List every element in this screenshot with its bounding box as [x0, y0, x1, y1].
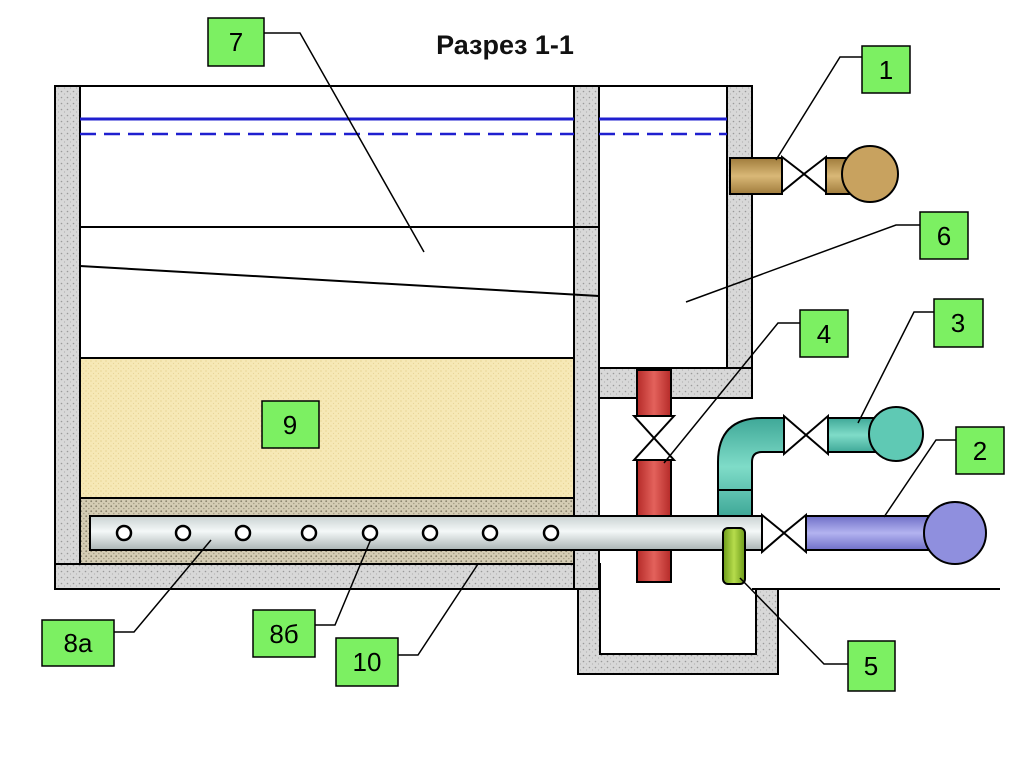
pipe-3 — [717, 406, 924, 517]
tag-label: 9 — [283, 410, 297, 440]
section-title: Разрез 1-1 — [436, 30, 574, 60]
valve-icon — [761, 512, 786, 555]
tag-label: 8а — [64, 628, 93, 658]
perforation-hole — [300, 524, 318, 542]
valve-icon — [781, 154, 806, 195]
perforation-hole — [361, 524, 379, 542]
tag-3: 3 — [933, 298, 984, 348]
tag-2: 2 — [955, 426, 1005, 475]
perforation-hole — [542, 524, 560, 542]
outlet-pipe-2 — [761, 501, 987, 565]
gutter-and-channel — [79, 226, 600, 297]
tag-5: 5 — [847, 640, 896, 692]
perforation-hole — [421, 524, 439, 542]
tag-label: 5 — [864, 651, 878, 681]
tag-8b: 8б — [252, 609, 316, 658]
perforation-hole — [234, 524, 252, 542]
tag-label: 2 — [973, 436, 987, 466]
tag-label: 6 — [937, 221, 951, 251]
perforation-hole — [481, 524, 499, 542]
tag-9: 9 — [261, 400, 320, 449]
collector-pipe-8a — [89, 515, 763, 551]
drain-valve-5 — [722, 527, 746, 585]
tag-8a: 8а — [41, 619, 115, 667]
tag-10: 10 — [335, 637, 399, 687]
drain-pit — [577, 588, 1000, 675]
valve-icon — [631, 415, 677, 440]
tag-7: 7 — [207, 17, 265, 67]
tag-6: 6 — [919, 211, 969, 260]
perforation-hole — [115, 524, 133, 542]
leader-lines — [114, 32, 956, 665]
perforation-hole — [174, 524, 192, 542]
tag-label: 1 — [879, 55, 893, 85]
tag-label: 7 — [229, 27, 243, 57]
valve-icon — [783, 413, 808, 457]
filter-media-layer — [79, 357, 575, 499]
tank-walls — [54, 85, 753, 590]
tag-label: 3 — [951, 308, 965, 338]
tag-label: 10 — [353, 647, 382, 677]
tag-4: 4 — [799, 309, 849, 358]
tag-label: 4 — [817, 319, 831, 349]
water-level-lines — [80, 117, 727, 136]
tag-1: 1 — [861, 45, 911, 94]
tag-label: 8б — [269, 619, 298, 649]
inlet-pipe-1 — [729, 145, 899, 203]
